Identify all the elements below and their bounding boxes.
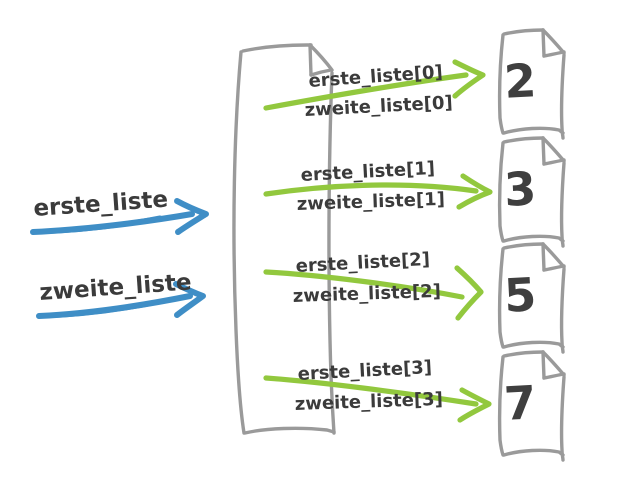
row-1-expression-line1: erste_liste[1] — [300, 158, 435, 186]
result-document-1 — [497, 136, 566, 248]
result-document-0 — [497, 28, 566, 140]
blue-arrow-erste-liste — [30, 198, 209, 235]
row-0-expression-line2: zweite_liste[0] — [304, 92, 453, 121]
green-arrow-row-2 — [263, 265, 484, 321]
result-value-3: 7 — [503, 375, 538, 431]
green-arrow-row-3 — [263, 375, 492, 423]
row-2-expression-line1: erste_liste[2] — [295, 249, 430, 277]
result-document-3 — [497, 350, 566, 462]
result-value-1: 3 — [503, 161, 538, 217]
row-2-expression-line2: zweite_liste[2] — [292, 281, 441, 307]
green-arrow-row-0 — [263, 59, 486, 111]
row-3-expression-line1: erste_liste[3] — [297, 357, 432, 385]
green-arrow-row-1 — [263, 173, 493, 210]
blue-arrow-zweite-liste — [36, 281, 206, 319]
row-3-expression-line2: zweite_liste[3] — [294, 389, 443, 415]
big-document — [232, 43, 336, 435]
input-label-zweite-liste: zweite_liste — [39, 269, 193, 306]
row-1-expression-line2: zweite_liste[1] — [296, 189, 445, 215]
result-value-2: 5 — [503, 267, 538, 323]
input-label-erste-liste: erste_liste — [33, 187, 169, 222]
result-value-0: 2 — [503, 53, 538, 109]
result-document-2 — [497, 242, 566, 354]
row-0-expression-line1: erste_liste[0] — [308, 62, 444, 92]
